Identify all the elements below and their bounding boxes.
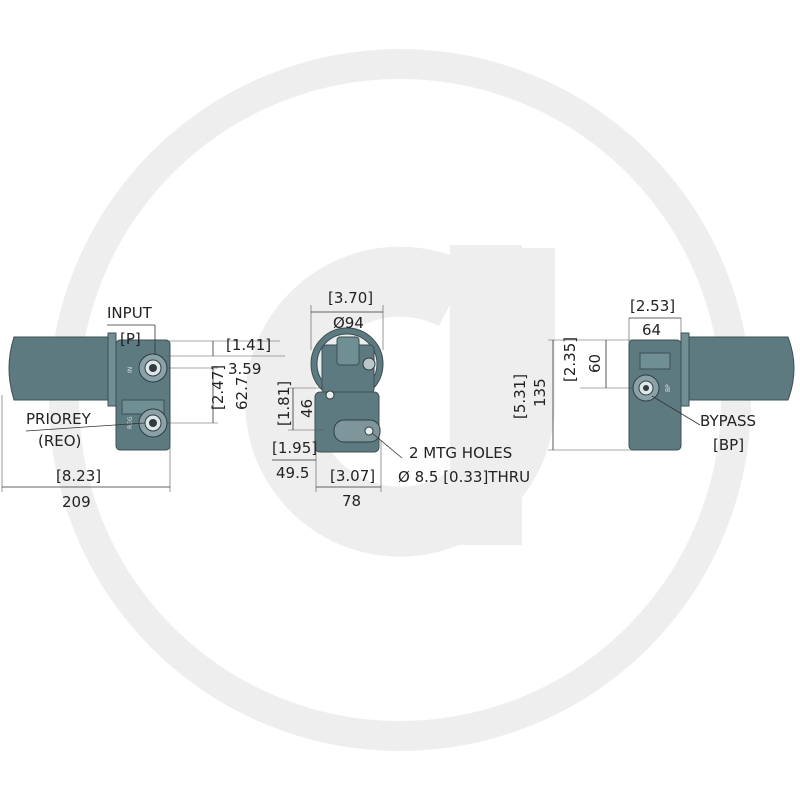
dim-hole-offset-mm: 49.5 bbox=[276, 464, 309, 482]
dim-port-spacing-mm: 62.7 bbox=[233, 377, 251, 410]
dim-port-height-in: [2.35] bbox=[561, 337, 579, 382]
dim-port-offset-mm: 3.59 bbox=[228, 360, 261, 378]
right-view: BP [2.53] 64 [2.35] 60 [5.31] 135 BYPASS… bbox=[511, 297, 795, 454]
filter-bowl-right bbox=[688, 336, 795, 401]
note-hole-size: Ø 8.5 [0.33]THRU bbox=[398, 468, 530, 486]
dim-port-offset-in: [1.41] bbox=[226, 336, 271, 354]
mount-flange bbox=[107, 332, 117, 407]
dim-width-mm: 64 bbox=[642, 321, 661, 339]
dim-hole-spacing-in: [3.07] bbox=[330, 467, 375, 485]
label-bypass-code: [BP] bbox=[713, 436, 744, 454]
dim-height-mm: 46 bbox=[298, 399, 316, 418]
dim-width-in: [2.53] bbox=[630, 297, 675, 315]
dim-overall-height-mm: 135 bbox=[531, 378, 549, 407]
dim-overall-height-in: [5.31] bbox=[511, 374, 529, 419]
dim-diameter-in: [3.70] bbox=[328, 289, 373, 307]
dim-port-height-mm: 60 bbox=[586, 354, 604, 373]
port-label-reg: REG bbox=[127, 416, 134, 429]
label-bypass: BYPASS bbox=[700, 412, 756, 430]
dim-hole-spacing-mm: 78 bbox=[342, 492, 361, 510]
label-priority: PRIOREY bbox=[26, 410, 92, 428]
port-label-in: IN bbox=[127, 367, 134, 373]
port-bypass-fitting bbox=[632, 374, 660, 402]
dim-diameter-mm: Ø94 bbox=[333, 314, 364, 332]
port-priority-fitting bbox=[138, 408, 168, 438]
dim-port-spacing-in: [2.47] bbox=[209, 365, 227, 410]
label-input-code: [P] bbox=[120, 330, 141, 348]
center-view: [3.70] Ø94 [1.81] 46 [1.95] 49.5 [3.07] … bbox=[272, 289, 530, 510]
dim-height-in: [1.81] bbox=[275, 381, 293, 426]
left-view: IN REG [8.23] 209 [1.41] 3.59 [2.47] 62.… bbox=[1, 304, 285, 511]
label-priority-code: (REO) bbox=[38, 432, 81, 450]
port-label-bp: BP bbox=[665, 384, 672, 392]
filter-bowl bbox=[8, 336, 109, 401]
note-mtg-holes: 2 MTG HOLES bbox=[409, 444, 512, 462]
port-input-fitting bbox=[138, 353, 168, 383]
dim-hole-offset-in: [1.95] bbox=[272, 439, 317, 457]
mounting-ear bbox=[333, 419, 381, 443]
dim-overall-length-mm: 209 bbox=[62, 493, 91, 511]
dim-overall-length-in: [8.23] bbox=[56, 467, 101, 485]
label-input: INPUT bbox=[107, 304, 153, 322]
